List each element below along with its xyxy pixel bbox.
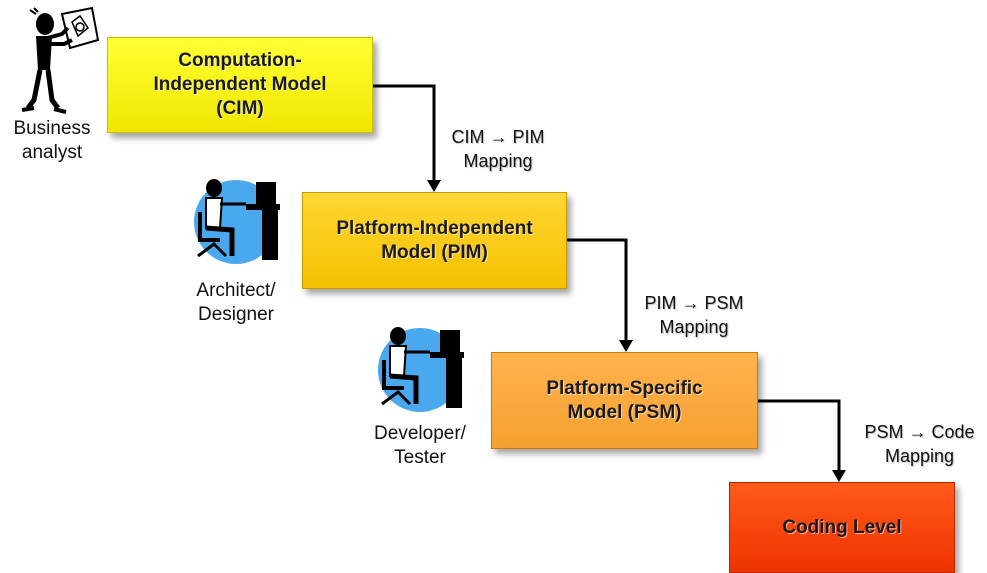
coding-level-box: Coding Level (729, 482, 955, 573)
business-analyst-label: Business analyst (13, 118, 91, 163)
psm-box: Platform-Specific Model (PSM) (491, 352, 758, 449)
cim-box-label: Computation- Independent Model (CIM) (153, 50, 327, 119)
pim-box-label: Platform-Independent Model (PIM) (336, 217, 533, 263)
psm-code-mapping-label: PSM → Code Mapping (864, 422, 975, 466)
architect-designer-label: Architect/ Designer (196, 280, 276, 325)
pim-psm-mapping-label: PIM → PSM Mapping (644, 293, 744, 337)
cim-pim-mapping-label: CIM → PIM Mapping (451, 127, 545, 171)
pim-box: Platform-Independent Model (PIM) (302, 192, 567, 289)
developer-tester-label: Developer/ Tester (374, 423, 466, 468)
arrowhead-cim-to-pim (427, 180, 441, 192)
arrow-pim-to-psm (567, 238, 628, 340)
psm-box-label: Platform-Specific Model (PSM) (546, 377, 703, 423)
arrow-psm-to-code (758, 399, 841, 470)
arrowhead-pim-to-psm (619, 340, 633, 352)
cim-box: Computation- Independent Model (CIM) (107, 37, 373, 133)
arrowhead-psm-to-code (832, 470, 846, 482)
coding-level-label: Coding Level (782, 516, 902, 538)
arrow-cim-to-pim (373, 84, 436, 180)
